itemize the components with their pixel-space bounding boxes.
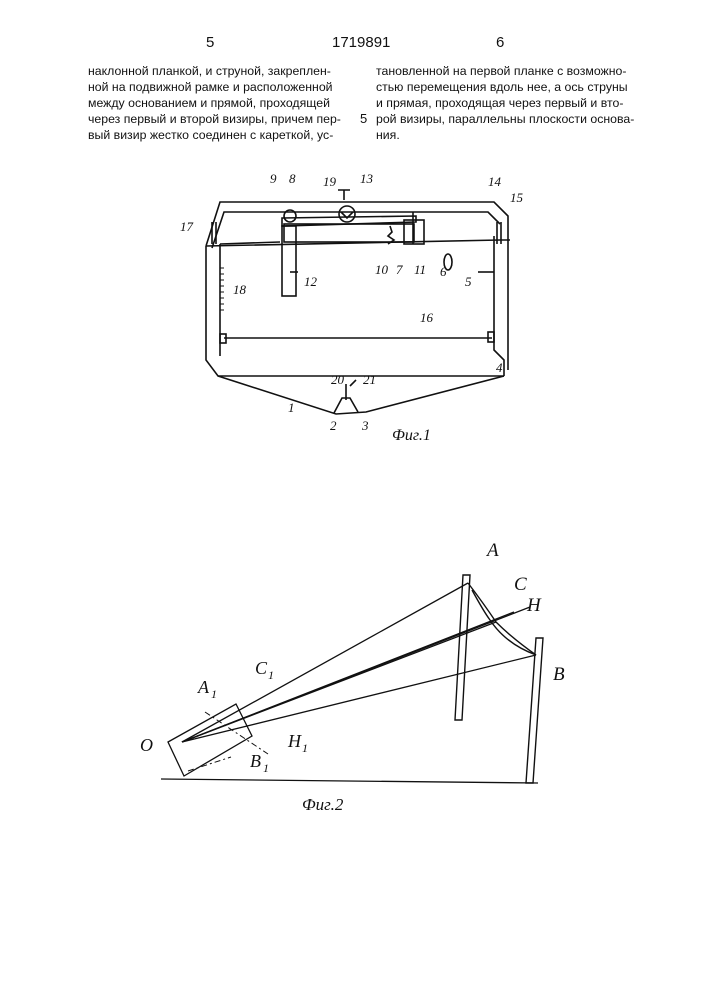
fig1-label: 4 [496, 360, 503, 375]
pole-b [526, 638, 543, 783]
fig1-label: 10 [375, 262, 389, 277]
knob-13 [339, 206, 355, 222]
ray-ob [182, 655, 536, 742]
fig1-label: 19 [323, 174, 337, 189]
point-a-label: A [485, 540, 499, 561]
fig1-caption: Фиг.1 [392, 427, 431, 444]
point-h1-subscript: 1 [302, 741, 308, 755]
ground-line [161, 779, 538, 783]
carriage [284, 224, 414, 242]
fig1-label: 16 [420, 310, 434, 325]
point-c-label: C [514, 574, 527, 595]
fig1-label: 13 [360, 171, 374, 186]
point-b1-subscript: 1 [263, 761, 269, 775]
fig1-label: 21 [363, 372, 376, 387]
fig1-label: 11 [414, 262, 426, 277]
point-b-label: B [553, 664, 565, 685]
point-h1-label: H [287, 731, 302, 751]
front-frame-left [206, 246, 504, 376]
fig1-label: 9 [270, 171, 277, 186]
ray-oa [182, 583, 468, 742]
fig1-label: 1 [288, 400, 295, 415]
front-frame-right [494, 236, 504, 376]
fig1-label: 14 [488, 174, 502, 189]
point-a1-label: A [197, 677, 210, 697]
point-b1-label: B [250, 751, 261, 771]
point-h-label: H [526, 595, 542, 616]
fig1-label: 7 [396, 262, 403, 277]
fig1-label: 12 [304, 274, 318, 289]
fig1-label: 20 [331, 372, 345, 387]
element-20 [346, 380, 356, 400]
point-o-label: O [140, 735, 153, 755]
point-c1-subscript: 1 [268, 668, 274, 682]
figure-2-drawing [161, 575, 543, 783]
axis-dashdot [205, 712, 268, 754]
base-notch [334, 398, 358, 413]
fig1-label: 2 [330, 418, 337, 433]
ray-ox [182, 622, 496, 742]
screw-19 [338, 190, 350, 200]
base-triangle [218, 376, 504, 414]
point-c1-label: C [255, 658, 268, 678]
fig2-caption: Фиг.2 [302, 795, 344, 814]
fig1-label: 18 [233, 282, 247, 297]
fig1-label: 6 [440, 264, 447, 279]
fig1-label: 17 [180, 219, 194, 234]
point-a1-subscript: 1 [211, 687, 217, 701]
fig1-label: 5 [465, 274, 472, 289]
figure-1-drawing [206, 190, 510, 414]
fig1-label: 8 [289, 171, 296, 186]
fig1-label: 3 [361, 418, 369, 433]
pole-a [455, 575, 470, 720]
fig1-label: 15 [510, 190, 524, 205]
